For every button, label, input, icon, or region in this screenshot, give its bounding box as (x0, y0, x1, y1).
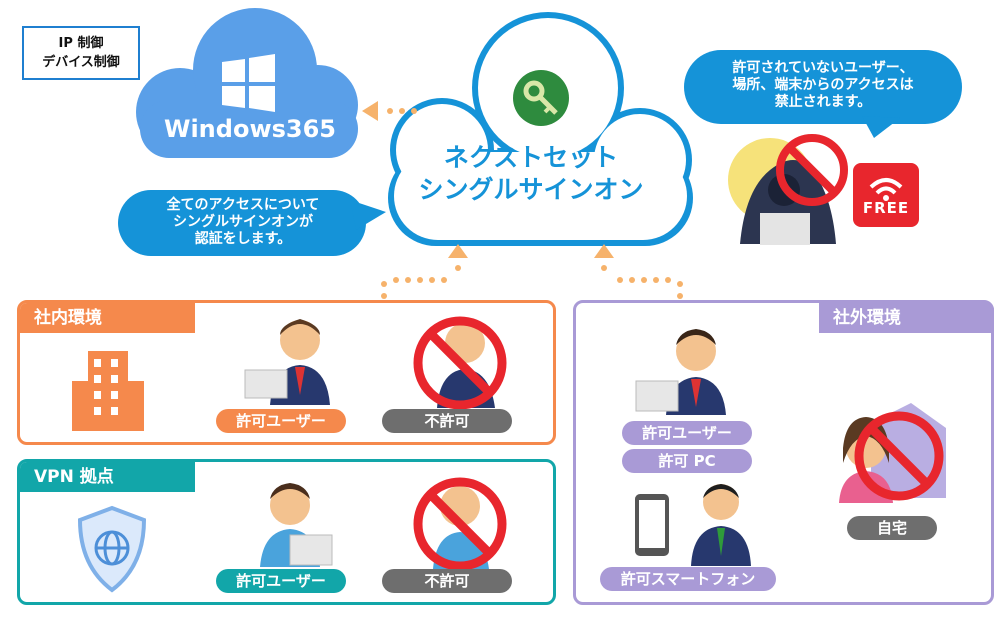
internal-denied-pill: 不許可 (382, 409, 512, 433)
right-bubble-line1: 許可されていないユーザー、 (732, 60, 914, 76)
prohibited-icon (413, 316, 507, 410)
vpn-section: VPN 拠点 許可ユーザー 不許可 (17, 459, 556, 605)
smartphone-user-illustration (635, 484, 751, 566)
right-bubble-line3: 禁止されます。 (774, 94, 872, 110)
vpn-title: VPN 拠点 (20, 462, 195, 492)
left-speech-bubble (118, 190, 386, 256)
vpn-allowed-user-illustration (260, 483, 333, 567)
right-speech-bubble (684, 50, 962, 138)
internal-environment-title: 社内環境 (20, 303, 195, 333)
left-bubble-text: 全てのアクセスについて シングルサインオンが 認証をします。 (128, 197, 358, 248)
home-pill: 自宅 (847, 516, 937, 540)
allowed-user-illustration (244, 319, 330, 405)
denied-user-illustration (413, 316, 507, 410)
external-allowed-pc-pill: 許可 PC (622, 449, 752, 473)
external-allowed-user-illustration (635, 329, 726, 415)
arrow-from-external (594, 244, 683, 299)
nextset-title-line2: シングルサインオン (418, 175, 644, 204)
vpn-denied-user-illustration (413, 477, 507, 571)
ip-control-label: IP 制御 (58, 36, 104, 51)
vpn-prohibited-icon (413, 477, 507, 571)
key-icon (513, 70, 569, 126)
windows365-label: Windows365 (163, 115, 336, 143)
left-bubble-line1: 全てのアクセスについて (166, 197, 320, 213)
arrow-from-internal (381, 244, 468, 299)
office-building-icon (72, 351, 144, 431)
home-user-illustration (839, 403, 946, 503)
right-bubble-line2: 場所、端末からのアクセスは (732, 77, 914, 93)
vpn-allowed-user-pill: 許可ユーザー (216, 569, 346, 593)
internal-allowed-user-pill: 許可ユーザー (216, 409, 346, 433)
nextset-title-line1: ネクストセット (443, 143, 619, 172)
internal-environment-section: 社内環境 許可ユーザー 不許可 (17, 300, 556, 445)
ip-device-control-box: IP 制御 デバイス制御 (22, 26, 140, 80)
wifi-icon (869, 178, 903, 201)
external-environment-section: 社外環境 許可ユーザー 許可 PC 許可スマートフォン 自宅 (573, 300, 994, 605)
nextset-cloud (388, 12, 693, 246)
vpn-denied-pill: 不許可 (382, 569, 512, 593)
free-label: FREE (862, 199, 910, 217)
device-control-label: デバイス制御 (42, 55, 120, 70)
right-bubble-text: 許可されていないユーザー、 場所、端末からのアクセスは 禁止されます。 (690, 60, 956, 111)
home-prohibited-icon (854, 411, 944, 501)
left-bubble-line2: シングルサインオンが (173, 214, 313, 230)
left-bubble-line3: 認証をします。 (194, 231, 292, 247)
free-wifi-badge (853, 163, 919, 227)
shield-globe-icon (77, 505, 147, 593)
external-smartphone-pill: 許可スマートフォン (600, 567, 776, 591)
external-allowed-user-pill: 許可ユーザー (622, 421, 752, 445)
nextset-sso-title: ネクストセット シングルサインオン (396, 142, 666, 206)
external-environment-title: 社外環境 (819, 303, 994, 333)
arrow-to-windows (362, 101, 417, 121)
windows-cloud (136, 8, 358, 158)
hacker-illustration (728, 134, 848, 245)
windows-logo-icon (222, 54, 275, 112)
